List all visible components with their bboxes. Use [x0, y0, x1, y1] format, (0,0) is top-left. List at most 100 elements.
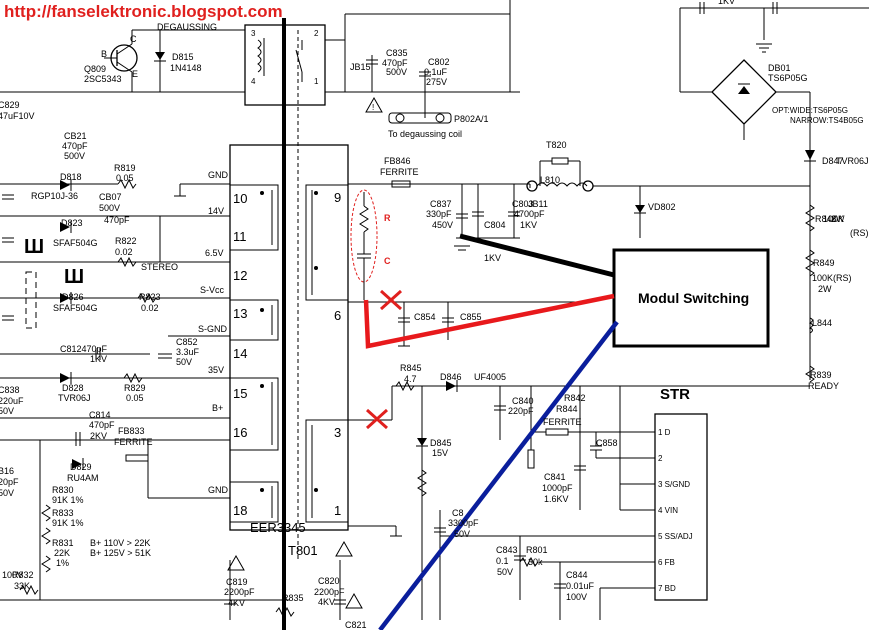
component-label: RGP10J-36 [31, 191, 78, 201]
component-label: R831 [52, 538, 74, 548]
winding-label: S-Vcc [200, 285, 225, 295]
transformer-pin-number: 14 [233, 346, 247, 361]
component-label: JB11 [528, 199, 548, 209]
opt-note: OPT:WIDE:TS6P05G [772, 106, 848, 115]
component-label: 2KV [90, 431, 107, 441]
relay-title: DEGAUSSING [157, 22, 217, 32]
relay-pin-4: 4 [251, 77, 256, 86]
transformer-t801 [229, 18, 349, 630]
component-label: 1KV [718, 0, 735, 6]
transformer-pin-number: 9 [334, 190, 341, 205]
component-label: 330pF [426, 209, 452, 219]
component-label: R842 [564, 393, 586, 403]
component-label: R819 [114, 163, 136, 173]
winding-label: 14V [208, 206, 224, 216]
component-label: 500V [99, 203, 120, 213]
transformer-pin-number: 13 [233, 306, 247, 321]
component-label: D829 [70, 462, 92, 472]
component-label: 4.7 [404, 374, 417, 384]
warning-icon [227, 554, 245, 571]
transformer-pin-number: 6 [334, 308, 341, 323]
component-label: C835 [386, 48, 408, 58]
winding-label: GND [208, 485, 229, 495]
component-label: 2200pF [224, 587, 255, 597]
component-label: 100K(RS) [812, 273, 852, 283]
component-label: R832 [12, 570, 34, 580]
component-label: C858 [596, 438, 618, 448]
component-label: E [132, 69, 138, 79]
component-label: 100K [823, 214, 844, 224]
component-label: C812470pF [60, 344, 108, 354]
ic-pin-4: 4 VIN [658, 506, 678, 515]
component-label: CB21 [64, 131, 87, 141]
component-label: C803 [512, 199, 534, 209]
component-label: TVR06J [836, 156, 869, 166]
component-label: 470pF [89, 420, 115, 430]
component-label: D818 [60, 172, 82, 182]
transformer-name: EER3345 [250, 520, 306, 535]
component-label: 91K 1% [52, 518, 84, 528]
winding-label: 35V [208, 365, 224, 375]
component-label: B+ 125V > 51K [90, 548, 151, 558]
warning-icon [335, 540, 353, 557]
winding-label: B+ [212, 403, 223, 413]
component-label: 1KV [520, 220, 537, 230]
component-label: 2W [818, 284, 832, 294]
component-label: 0.02 [141, 303, 159, 313]
component-label: D847 [822, 156, 844, 166]
component-label: RU4AM [67, 473, 99, 483]
component-label: C819 [226, 577, 248, 587]
component-label: P802A/1 [454, 114, 489, 124]
component-label: R844 [556, 404, 578, 414]
component-label: 2SC5343 [84, 74, 122, 84]
component-label: 50V [0, 406, 14, 416]
component-label: (RS) [850, 228, 869, 238]
ic-pin-7: 7 BD [658, 584, 676, 593]
component-label: 50V [176, 357, 192, 367]
component-label: C852 [176, 337, 198, 347]
component-label: C844 [566, 570, 588, 580]
component-label: D815 [172, 52, 194, 62]
component-label: JB15 [350, 62, 371, 72]
component-label: FB833 [118, 426, 145, 436]
component-label: 0.05 [116, 173, 134, 183]
dual-diode-icon: Ш [24, 236, 44, 258]
component-label: R801 [526, 545, 548, 555]
component-label: L810 [540, 175, 560, 185]
transformer-pin-number: 15 [233, 386, 247, 401]
component-label: C814 [89, 410, 111, 420]
component-label: 20pF [0, 477, 19, 487]
dual-diode-icon: Ш [64, 266, 84, 288]
ic-pin-6: 6 FB [658, 558, 675, 567]
component-label: 1KV [90, 354, 107, 364]
component-label: TVR06J [58, 393, 91, 403]
transformer-pin-number: 12 [233, 268, 247, 283]
blog-url[interactable]: http://fanselektronic.blogspot.com [4, 2, 283, 21]
relay-pin-2: 2 [314, 29, 319, 38]
component-label: R849 [813, 258, 835, 268]
component-label: 0.02 [115, 247, 133, 257]
transformer-pin-number: 16 [233, 425, 247, 440]
narrow-note: NARROW:TS4B05G [790, 116, 864, 125]
ic-pin-1: 1 D [658, 428, 671, 437]
component-label: 1N4148 [170, 63, 202, 73]
component-label: R830 [52, 485, 74, 495]
component-label: 4KV [318, 597, 335, 607]
transformer-ref: T801 [288, 543, 318, 558]
component-label: 50V [0, 488, 14, 498]
component-label: C843 [496, 545, 518, 555]
component-label: 0.05 [126, 393, 144, 403]
component-label: C821 [345, 620, 367, 630]
component-label: FERRITE [114, 437, 153, 447]
component-label: SFAF504G [53, 238, 98, 248]
c-mark: C [384, 256, 391, 266]
module-label: Modul Switching [638, 290, 749, 306]
component-label: SFAF504G [53, 303, 98, 313]
connector-p802a [388, 112, 452, 124]
component-label: CB07 [99, 192, 122, 202]
blue-wire [378, 320, 619, 630]
component-label: 470pF [62, 141, 88, 151]
component-label: R833 [52, 508, 74, 518]
